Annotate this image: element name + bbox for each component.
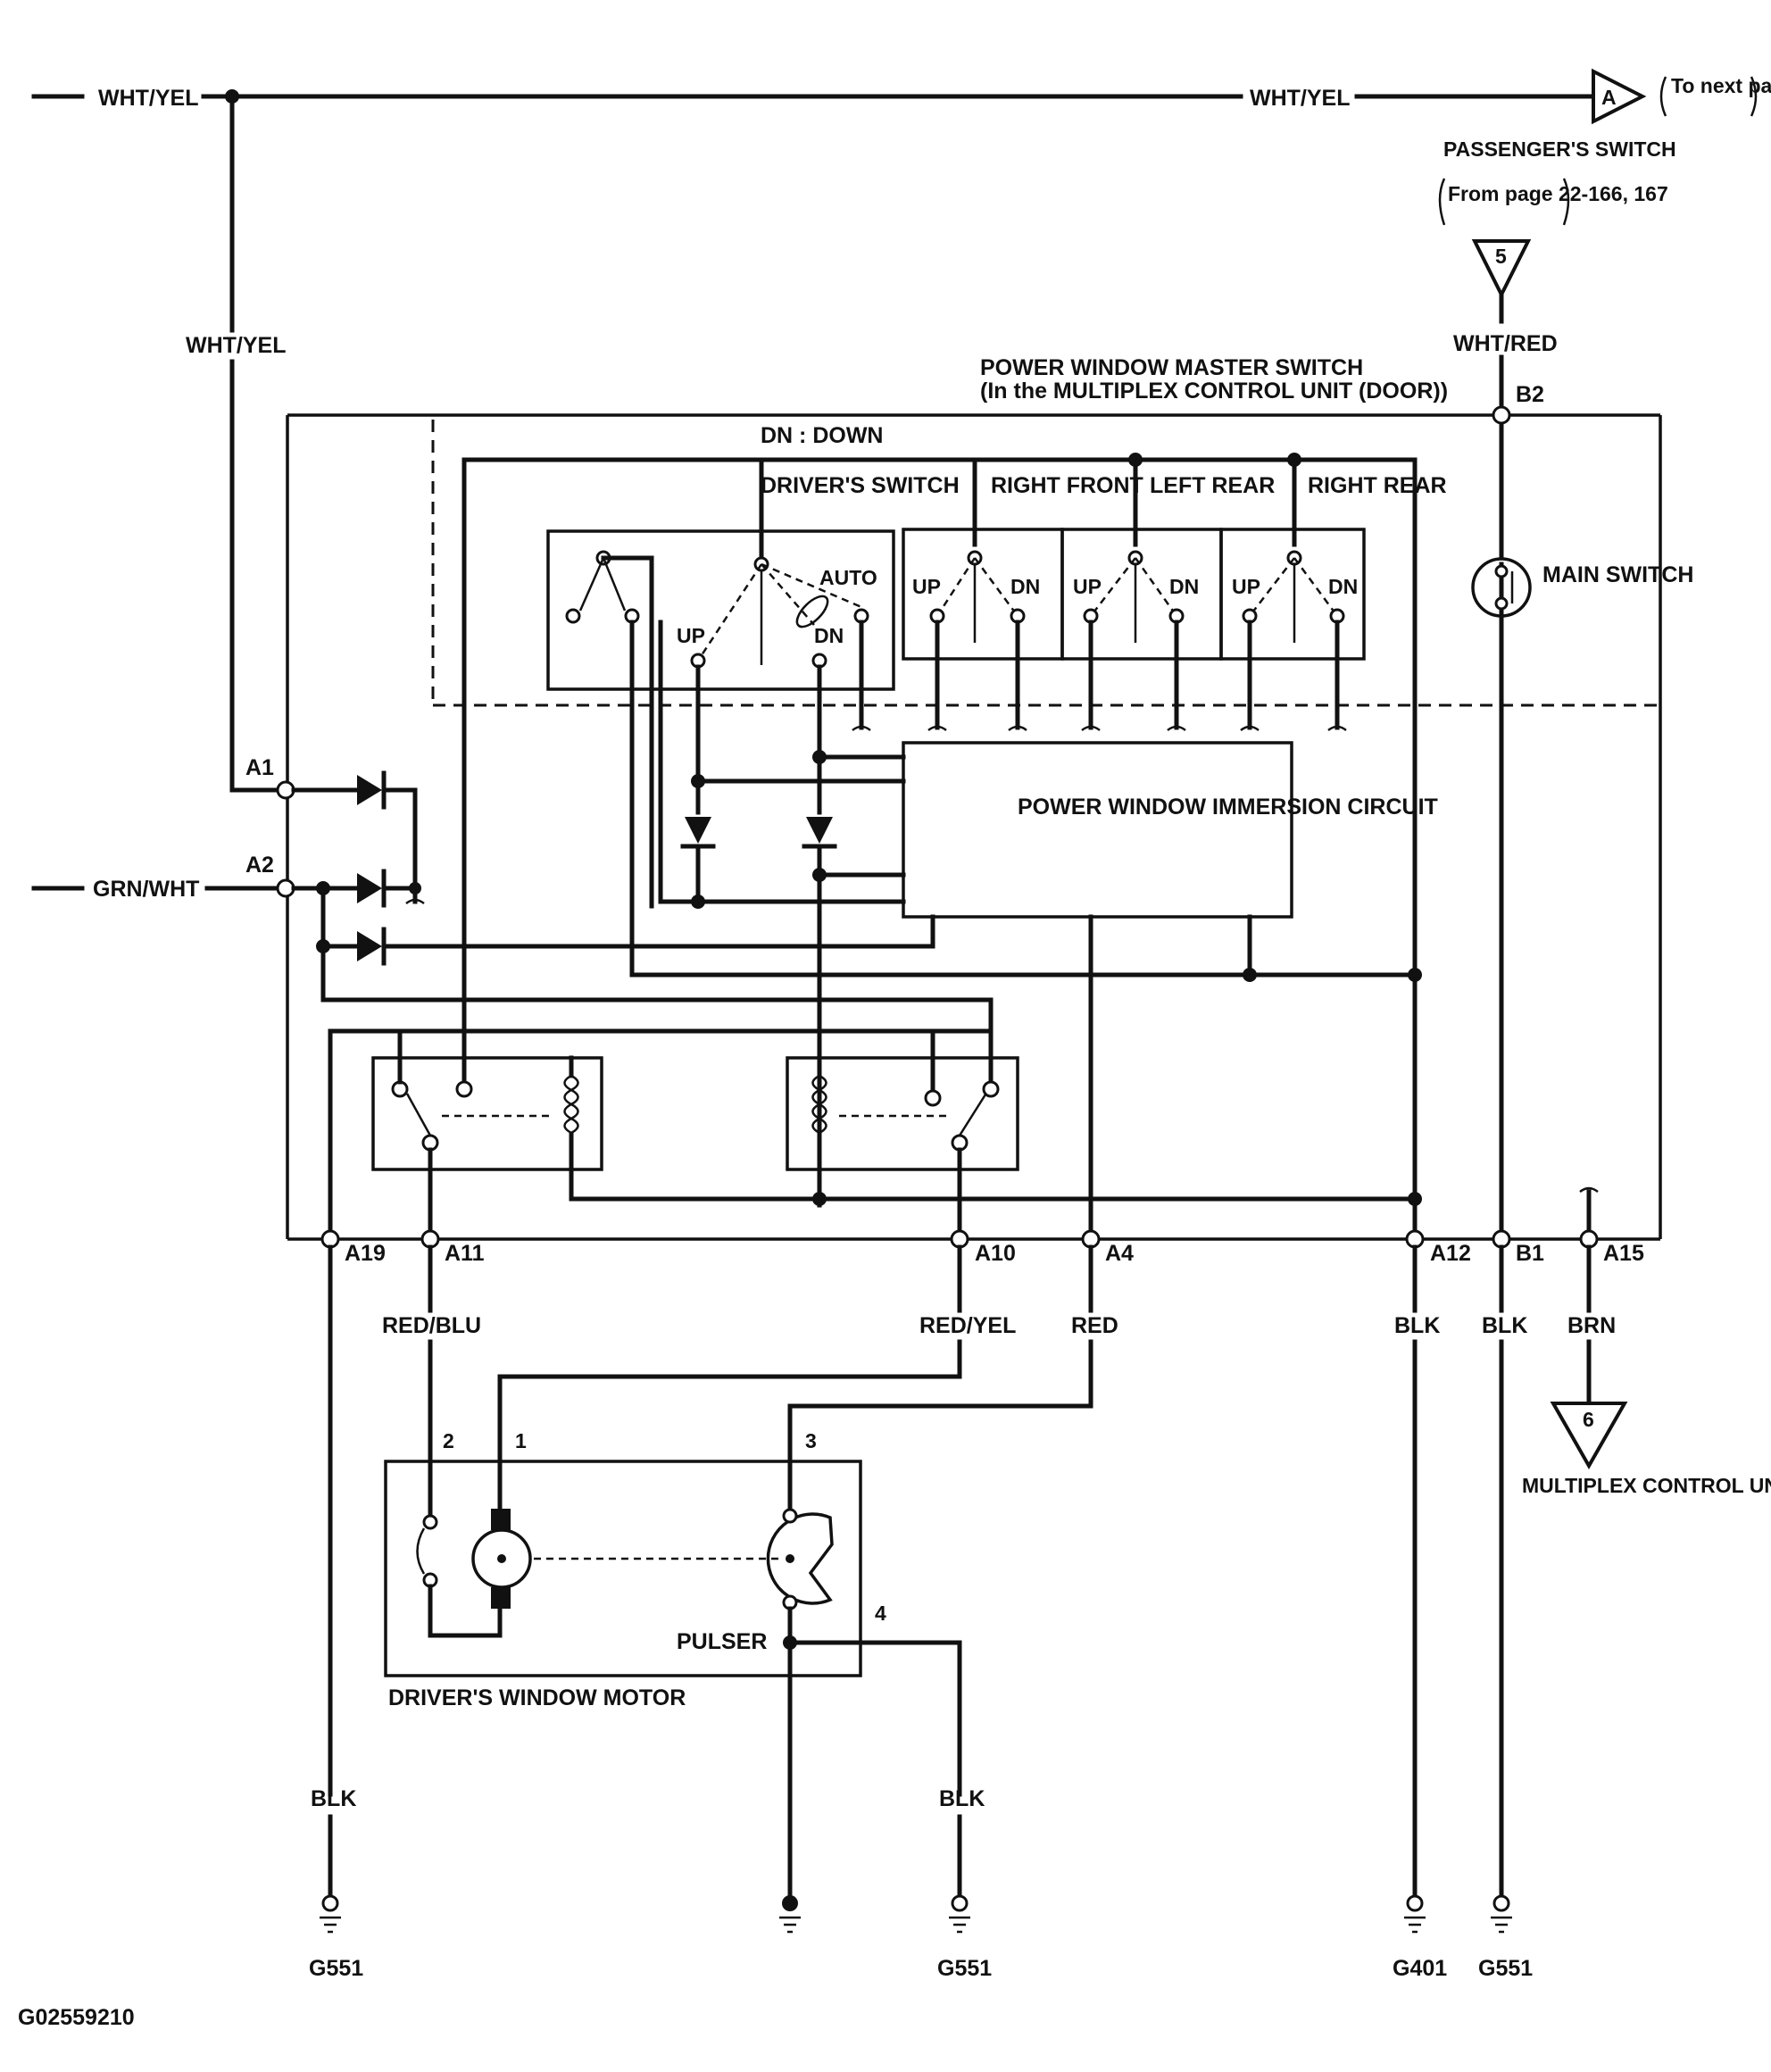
pin-a2 — [276, 878, 295, 898]
immersion-circuit-text: POWER WINDOW IMMERSION CIRCUIT — [1018, 795, 1438, 820]
wire-red-yel: RED/YEL — [919, 1313, 1016, 1338]
pin-a19-label: A19 — [345, 1241, 386, 1266]
pin-a19 — [320, 1229, 340, 1249]
ground-label-g401: G401 — [1393, 1956, 1447, 1981]
master-switch-title: POWER WINDOW MASTER SWITCH — [980, 355, 1363, 380]
drivers-dn-label: DN — [814, 624, 844, 647]
pin-a4 — [1081, 1229, 1101, 1249]
figure-id: G02559210 — [18, 2005, 135, 2030]
connector-a-label: A — [1601, 86, 1617, 109]
main-switch: MAIN SWITCH — [1471, 421, 1693, 1233]
rr-up-label: UP — [1232, 575, 1260, 598]
connector-6-label: 6 — [1583, 1408, 1594, 1431]
pin-b1 — [1492, 1229, 1511, 1249]
grn-wht-label: GRN/WHT — [93, 877, 199, 902]
external-wires: BLK RED/BLU RED/YEL RED BLK BLK BRN 6 — [311, 1244, 1771, 1899]
motor-terminal-4: 4 — [875, 1602, 886, 1625]
wire-brn: BRN — [1567, 1313, 1616, 1338]
top-wire-label-right: WHT/YEL — [1250, 86, 1351, 111]
top-bus: WHT/YEL WHT/YEL A To next page — [31, 68, 1771, 125]
pin-a12 — [1405, 1229, 1425, 1249]
pin-b1-label: B1 — [1516, 1241, 1544, 1266]
master-switch-box: POWER WINDOW MASTER SWITCH (In the MULTI… — [286, 355, 1662, 1241]
left-feed: WHT/YEL — [186, 94, 288, 793]
drivers-window-motor-label: DRIVER'S WINDOW MOTOR — [388, 1685, 686, 1710]
left-rear-label: LEFT REAR — [1150, 473, 1275, 498]
wire-blk-a12: BLK — [1394, 1313, 1440, 1338]
ground-pulser — [779, 1895, 801, 1934]
pin-a4-label: A4 — [1105, 1241, 1134, 1266]
pin-b2-label: B2 — [1516, 382, 1544, 407]
pin-a2-label: A2 — [245, 853, 274, 878]
rf-up-label: UP — [912, 575, 941, 598]
relay-left — [371, 1028, 603, 1233]
ground-label-g551-2: G551 — [937, 1956, 992, 1981]
ground-label-g551-3: G551 — [1478, 1956, 1533, 1981]
wire-blk-b1: BLK — [1482, 1313, 1527, 1338]
from-page-label: From page 22-166, 167 — [1448, 182, 1668, 205]
multiplex-unit-label: MULTIPLEX CONTROL UNIT (Driver's) (To pa… — [1522, 1474, 1771, 1497]
lr-dn-label: DN — [1169, 575, 1199, 598]
connector-5-triangle — [1471, 239, 1532, 299]
multiplex-unit-text: MULTIPLEX CONTROL UNIT (Driver's) (To pa… — [1522, 1474, 1771, 1497]
pin-b2 — [1492, 405, 1511, 425]
motor-terminal-3: 3 — [805, 1429, 817, 1452]
internal-wiring — [328, 457, 1422, 1233]
pin-a15-label: A15 — [1603, 1241, 1644, 1266]
pin-a12-label: A12 — [1430, 1241, 1471, 1266]
connector-a-triangle — [1592, 68, 1647, 125]
immersion-circuit-label: POWER WINDOW IMMERSION CIRCUIT — [1018, 795, 1438, 820]
vertical-wht-yel-label: WHT/YEL — [186, 333, 287, 358]
drivers-switch-label: DRIVER'S SWITCH — [761, 473, 960, 498]
wire-blk-pulser: BLK — [939, 1786, 985, 1811]
ground-g551-middle: G551 — [937, 1894, 992, 1981]
right-rear-label: RIGHT REAR — [1308, 473, 1447, 498]
top-wire-label-left: WHT/YEL — [98, 86, 199, 111]
connector-6-triangle — [1550, 1402, 1628, 1470]
pin-a15 — [1579, 1229, 1599, 1249]
pin-a11-label: A11 — [445, 1241, 485, 1266]
grounds: G551 G551 G401 G551 — [309, 1894, 1533, 1981]
drivers-switch: DRIVER'S SWITCH AUTO UP DN — [461, 457, 1418, 909]
pulser-label: PULSER — [677, 1629, 767, 1654]
pin-a10-label: A10 — [975, 1241, 1016, 1266]
passenger-switches: RIGHT FRONT LEFT REAR RIGHT REAR UP DN U… — [852, 453, 1447, 732]
lr-up-label: UP — [1073, 575, 1102, 598]
pin-a1 — [276, 780, 295, 800]
passenger-switch-label: PASSENGER'S SWITCH — [1443, 137, 1676, 161]
pin-a10 — [950, 1229, 969, 1249]
auto-label: AUTO — [819, 566, 877, 589]
motor-terminal-2: 2 — [443, 1429, 454, 1452]
immersion-circuit: POWER WINDOW IMMERSION CIRCUIT — [695, 741, 1438, 1233]
rr-dn-label: DN — [1328, 575, 1358, 598]
dn-legend: DN : DOWN — [761, 423, 883, 448]
drivers-window-motor: 2 1 3 4 BLK PULSER DRIVER'S WINDOW MOTOR — [384, 1429, 985, 1899]
relay-right — [786, 1056, 1019, 1233]
ground-g551-right: G551 — [1478, 1894, 1533, 1981]
wht-red-label: WHT/RED — [1453, 331, 1558, 356]
passenger-feed: PASSENGER'S SWITCH From page 22-166, 167… — [1438, 137, 1676, 418]
pin-a1-label: A1 — [245, 755, 274, 780]
right-front-label: RIGHT FRONT — [991, 473, 1143, 498]
master-switch-subtitle: (In the MULTIPLEX CONTROL UNIT (DOOR)) — [980, 379, 1448, 404]
pin-a11 — [420, 1229, 440, 1249]
motor-terminal-1: 1 — [515, 1429, 527, 1452]
ground-label-g551-1: G551 — [309, 1956, 363, 1981]
drivers-up-label: UP — [677, 624, 705, 647]
main-switch-label: MAIN SWITCH — [1542, 562, 1693, 587]
wire-blk-a19: BLK — [311, 1786, 356, 1811]
ground-g551-left: G551 — [309, 1894, 363, 1981]
connector-5-label: 5 — [1495, 245, 1507, 268]
drivers-window-motor-text: DRIVER'S WINDOW MOTOR — [388, 1685, 686, 1710]
wire-red-blu: RED/BLU — [382, 1313, 481, 1338]
rf-dn-label: DN — [1010, 575, 1040, 598]
ground-g401: G401 — [1393, 1894, 1447, 1981]
wire-red: RED — [1071, 1313, 1118, 1338]
